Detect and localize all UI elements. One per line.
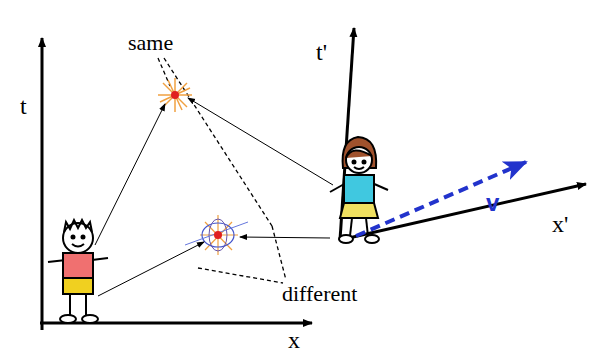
callout-label: same (128, 32, 173, 54)
girl-figure (330, 137, 388, 243)
axis-label: x' (552, 212, 568, 236)
axis-label: t' (316, 40, 327, 64)
event-different (185, 215, 248, 255)
t-axis (41, 38, 44, 330)
axis-label: x (288, 328, 300, 352)
axis-label: t (20, 94, 27, 118)
velocity-label: v (486, 191, 499, 215)
velocity-arrow (356, 162, 526, 236)
callout-lines (158, 58, 286, 283)
x-axis (40, 322, 312, 325)
boy-figure (48, 220, 108, 323)
sight-arrows (95, 98, 333, 296)
callout-label: different (282, 283, 357, 305)
x-prime-axis (340, 184, 586, 240)
